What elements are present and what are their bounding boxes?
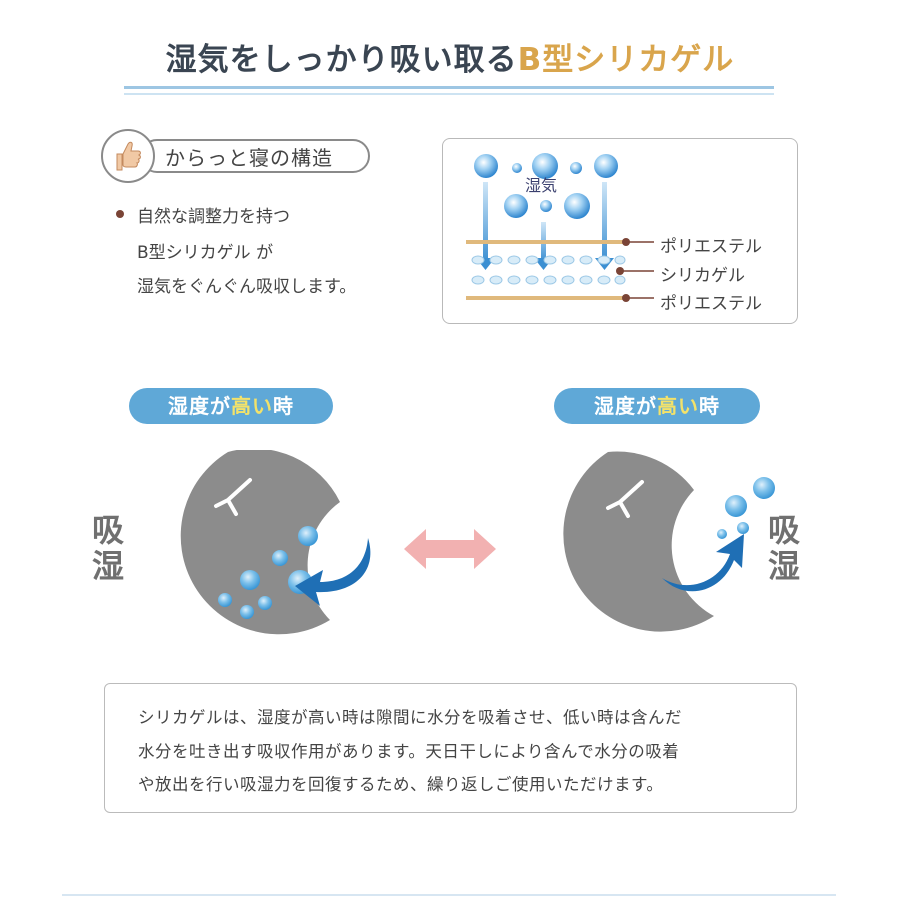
- badge-pill: [140, 139, 370, 173]
- structure-diagram-box: [442, 138, 798, 324]
- moisture-bubble: [218, 593, 232, 607]
- humidity-pill-right: 湿度が高い時: [554, 388, 760, 424]
- moisture-bubble: [570, 162, 582, 174]
- bullet-line-3: 湿気をぐんぐん吸収します。: [137, 277, 357, 297]
- moisture-bubble: [240, 570, 260, 590]
- moisture-bubble: [504, 194, 528, 218]
- moisture-bubble: [512, 163, 522, 173]
- description-line-1: シリカゲルは、湿度が高い時は隙間に水分を吸着させ、低い時は含んだ: [138, 708, 682, 727]
- down-arrow: [602, 182, 607, 262]
- side-label-left: 吸湿: [91, 511, 124, 585]
- polyester-layer-top: [466, 240, 626, 244]
- silica-gel-pellets: [471, 255, 626, 285]
- structure-diagram: [466, 153, 654, 302]
- release-moon-illustration: [563, 451, 775, 632]
- title-underline-thin: [124, 93, 774, 95]
- absorb-arrow-icon: [295, 538, 371, 606]
- bottom-divider: [62, 894, 836, 896]
- side-label-right: 吸湿: [767, 511, 800, 585]
- moisture-bubble: [532, 153, 558, 179]
- down-arrow: [483, 182, 488, 262]
- description-line-3: や放出を行い吸湿力を回復するため、繰り返しご使用いただけます。: [138, 775, 664, 794]
- moisture-bubble: [717, 529, 727, 539]
- humidity-pill-left: 湿度が高い時: [129, 388, 333, 424]
- title-underline: [124, 86, 774, 89]
- moon-sparkle: [214, 478, 252, 516]
- bullet-line-2: B型シリカゲル が: [137, 243, 274, 263]
- moisture-label: 湿気: [525, 176, 558, 195]
- moisture-bubble: [240, 605, 254, 619]
- absorb-moon-illustration: [180, 450, 371, 635]
- release-arrow-icon: [662, 534, 744, 592]
- bullet-dot: [116, 210, 124, 218]
- moisture-bubble: [474, 154, 498, 178]
- bullet-line-1: 自然な調整力を持つ: [137, 207, 290, 227]
- moisture-bubble: [594, 154, 618, 178]
- polyester-layer-bottom: [466, 296, 626, 300]
- moisture-bubble: [258, 596, 272, 610]
- moisture-bubble: [272, 550, 288, 566]
- moisture-bubble: [540, 200, 552, 212]
- moisture-bubble: [564, 193, 590, 219]
- badge-label: からっと寝の構造: [165, 146, 333, 170]
- description-box: [104, 683, 797, 813]
- moisture-bubble: [298, 526, 318, 546]
- layer-label-silica: シリカゲル: [660, 266, 745, 286]
- moon-sparkle: [606, 480, 644, 518]
- page-title: 湿気をしっかり吸い取るB型シリカゲル: [0, 34, 900, 79]
- layer-label-polyester-bottom: ポリエステル: [660, 294, 762, 314]
- thumbs-up-icon: [116, 141, 141, 171]
- title-accent: B型シリカゲル: [517, 42, 735, 78]
- moon-shape: [563, 451, 714, 632]
- description-line-2: 水分を吐き出す吸収作用があります。天日干しにより含んで水分の吸着: [138, 742, 680, 761]
- exchange-arrow-icon: [404, 529, 496, 569]
- moisture-bubble: [753, 477, 775, 499]
- moisture-bubble: [737, 522, 749, 534]
- moisture-bubble: [725, 495, 747, 517]
- title-main: 湿気をしっかり吸い取る: [165, 42, 518, 78]
- layer-label-polyester-top: ポリエステル: [660, 237, 762, 257]
